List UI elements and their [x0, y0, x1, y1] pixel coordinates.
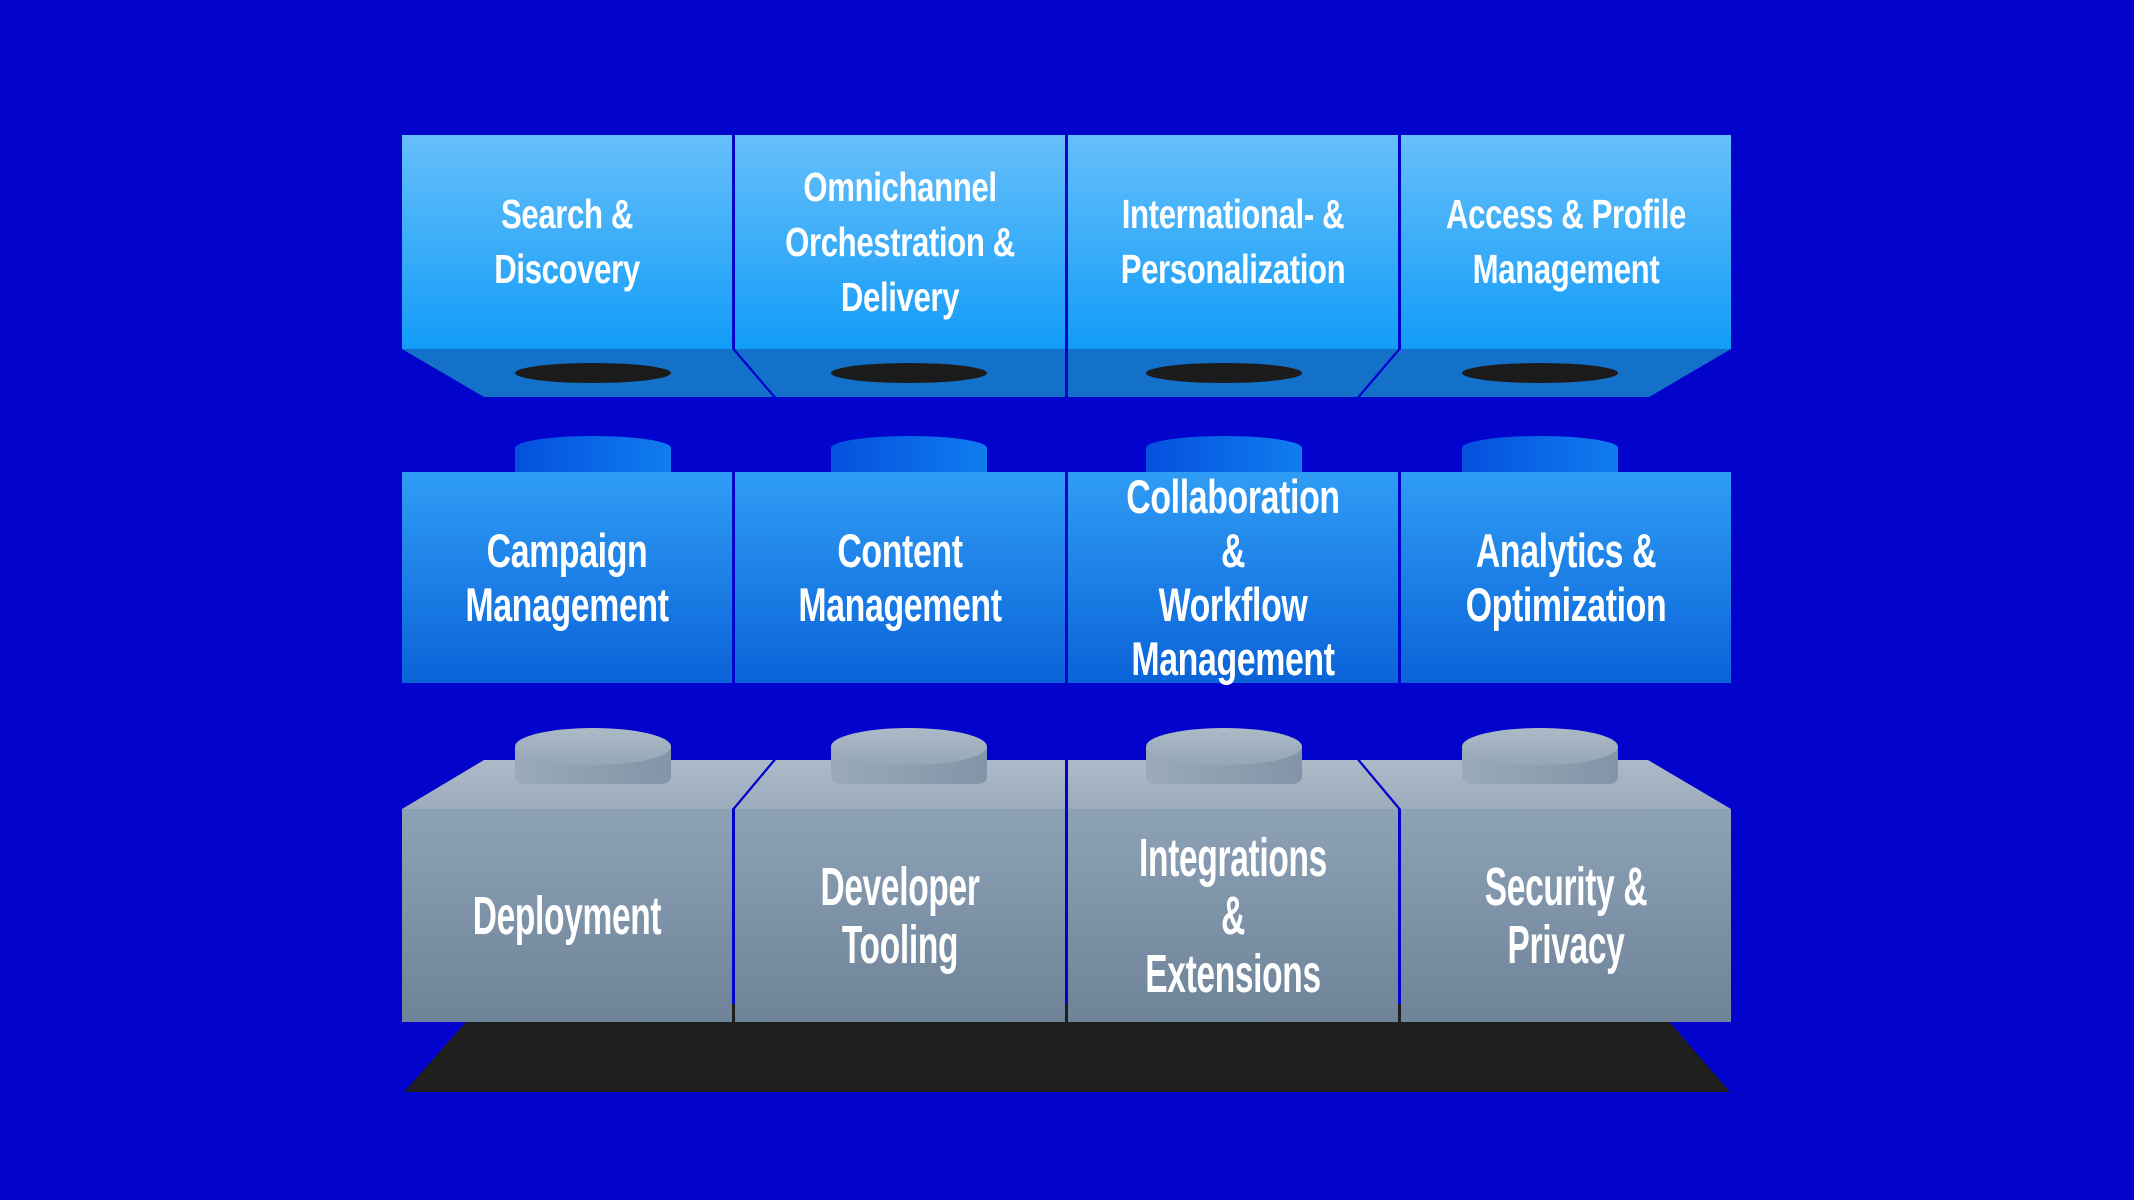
- brick-face: Search & Discovery: [402, 135, 732, 349]
- brick-face: Deployment: [402, 809, 732, 1022]
- brick-face: Analytics & Optimization: [1401, 472, 1731, 683]
- brick-label: Search & Discovery: [494, 191, 640, 292]
- socket-hole: [1146, 363, 1302, 383]
- brick-face: International- & Personalization: [1068, 135, 1398, 349]
- socket-hole: [515, 363, 671, 383]
- brick-label: International- & Personalization: [1120, 191, 1346, 292]
- brick-label: Integrations & Extensions: [1139, 827, 1327, 1004]
- brick-label: Content Management: [798, 523, 1002, 631]
- brick-face: Access & Profile Management: [1401, 135, 1731, 349]
- brick-stud-cap: [515, 728, 671, 765]
- brick-label: Analytics & Optimization: [1465, 523, 1667, 631]
- brick-face: Integrations & Extensions: [1068, 809, 1398, 1022]
- brick-stud-cap: [1462, 728, 1618, 765]
- brick-face: Security & Privacy: [1401, 809, 1731, 1022]
- brick-label: Collaboration & Workflow Management: [1126, 469, 1340, 685]
- brick-face: Campaign Management: [402, 472, 732, 683]
- socket-hole: [831, 363, 987, 383]
- socket-hole: [1462, 363, 1618, 383]
- brick-stud: [831, 436, 987, 476]
- brick-face: Omnichannel Orchestration & Delivery: [735, 135, 1065, 349]
- brick-label: Access & Profile Management: [1446, 191, 1686, 292]
- brick-label: Omnichannel Orchestration & Delivery: [785, 163, 1015, 320]
- brick-label: Campaign Management: [465, 523, 669, 631]
- brick-stud: [515, 436, 671, 476]
- brick-face: Developer Tooling: [735, 809, 1065, 1022]
- brick-label: Developer Tooling: [820, 856, 980, 975]
- brick-face: Content Management: [735, 472, 1065, 683]
- brick-stud: [1462, 436, 1618, 476]
- brick-stud-cap: [831, 728, 987, 765]
- brick-label: Deployment: [472, 885, 662, 946]
- brick-face: Collaboration & Workflow Management: [1068, 469, 1398, 685]
- brick-stud: [1146, 436, 1302, 476]
- brick-stud-cap: [1146, 728, 1302, 765]
- brick-label: Security & Privacy: [1484, 856, 1648, 975]
